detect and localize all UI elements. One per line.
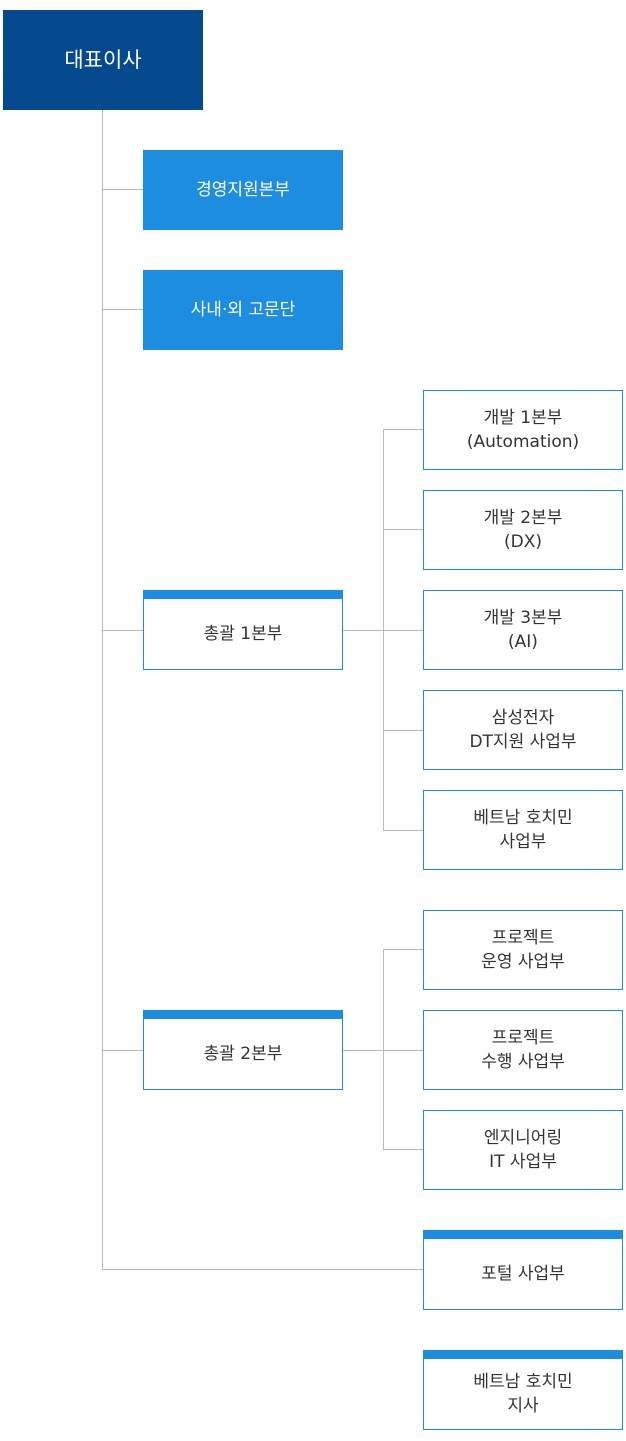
general-1-label: 총괄 1본부	[203, 624, 283, 644]
branch-line-general-1	[102, 630, 143, 631]
stub-dev2	[383, 529, 423, 530]
dev3-node: 개발 3본부 (AI)	[423, 590, 623, 670]
branch-line-advisors	[102, 309, 143, 310]
dev1-node: 개발 1본부 (Automation)	[423, 390, 623, 470]
main-trunk-line	[102, 110, 103, 1270]
project-exec-node: 프로젝트 수행 사업부	[423, 1010, 623, 1090]
engineering-label: 엔지니어링 IT 사업부	[483, 1128, 563, 1172]
vietnam-branch-node: 베트남 호치민 지사	[423, 1350, 623, 1430]
general-1-node: 총괄 1본부	[143, 590, 343, 670]
samsung-label: 삼성전자 DT지원 사업부	[469, 708, 577, 752]
branch-line-management	[102, 189, 143, 190]
portal-node: 포털 사업부	[423, 1230, 623, 1310]
stub-engineering	[383, 1149, 423, 1150]
dev2-node: 개발 2본부 (DX)	[423, 490, 623, 570]
portal-label: 포털 사업부	[481, 1264, 565, 1284]
stub-project-ops	[383, 949, 423, 950]
management-support-label: 경영지원본부	[196, 180, 290, 200]
vietnam-branch-label: 베트남 호치민 지사	[473, 1372, 573, 1416]
vietnam-division-label: 베트남 호치민 사업부	[473, 808, 573, 852]
dev2-label: 개발 2본부 (DX)	[483, 508, 563, 552]
stub-dev1	[383, 429, 423, 430]
advisors-label: 사내·외 고문단	[190, 300, 296, 320]
dev3-label: 개발 3본부 (AI)	[483, 608, 563, 652]
management-support-node: 경영지원본부	[143, 150, 343, 230]
dev1-label: 개발 1본부 (Automation)	[466, 408, 580, 452]
samsung-node: 삼성전자 DT지원 사업부	[423, 690, 623, 770]
ceo-node: 대표이사	[3, 10, 203, 110]
project-exec-label: 프로젝트 수행 사업부	[481, 1028, 565, 1072]
branch-line-portal	[102, 1269, 423, 1270]
stub-vietnam-div	[383, 830, 423, 831]
engineering-node: 엔지니어링 IT 사업부	[423, 1110, 623, 1190]
general-2-node: 총괄 2본부	[143, 1010, 343, 1090]
project-ops-label: 프로젝트 운영 사업부	[481, 928, 565, 972]
general-2-bus-line	[383, 949, 384, 1150]
vietnam-division-node: 베트남 호치민 사업부	[423, 790, 623, 870]
branch-line-general-2	[102, 1050, 143, 1051]
project-ops-node: 프로젝트 운영 사업부	[423, 910, 623, 990]
stub-samsung	[383, 730, 423, 731]
general-2-label: 총괄 2본부	[203, 1044, 283, 1064]
general-1-bus-line	[383, 429, 384, 831]
advisors-node: 사내·외 고문단	[143, 270, 343, 350]
ceo-label: 대표이사	[64, 48, 142, 72]
